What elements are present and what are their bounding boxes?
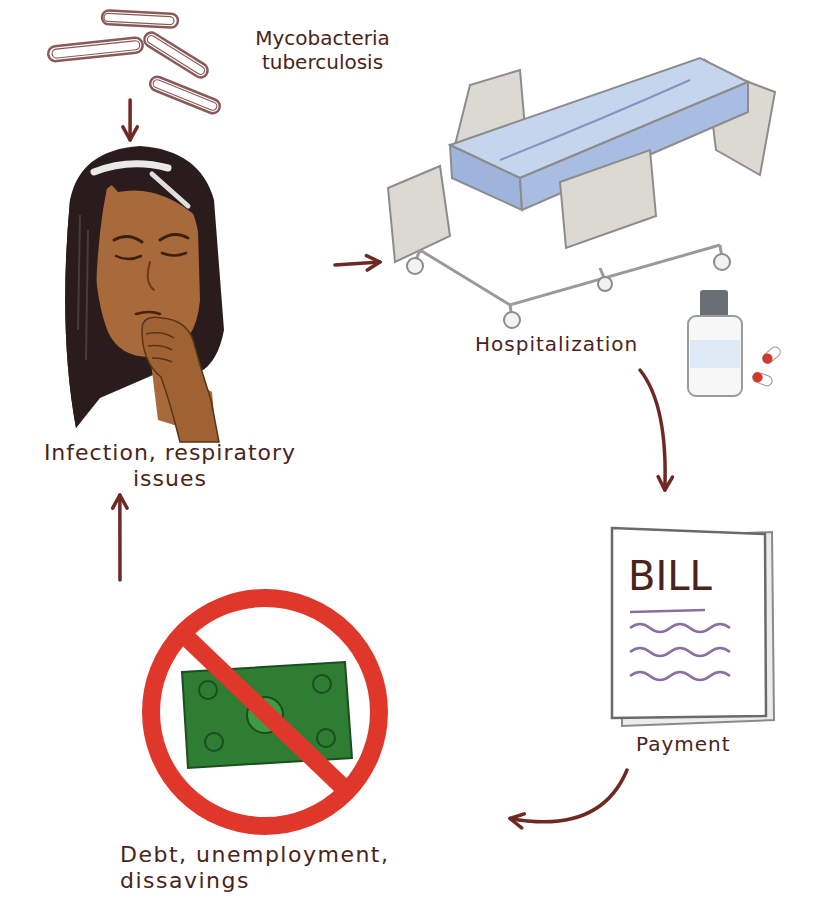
hospital-bed-part: [560, 150, 656, 248]
node-label: Mycobacteria tuberculosis: [215, 26, 430, 74]
pill-bottle-part: [688, 316, 742, 396]
no-money-sign-part: [313, 675, 331, 693]
bill-paper-part: [630, 610, 705, 612]
bill-paper-part: [630, 648, 730, 656]
bill-paper-part: [630, 624, 730, 632]
coughing-person-part: [162, 253, 186, 256]
arrow-line: [128, 100, 132, 140]
bacteria-rods-part: [152, 79, 218, 112]
arrow-head: [113, 495, 127, 508]
coughing-person-part: [65, 166, 112, 428]
no-money-sign-part: [317, 729, 335, 747]
arrow-line: [640, 370, 665, 490]
cycle-arrow: [113, 495, 127, 580]
arrow-head: [658, 477, 672, 490]
hospital-bed-part: [598, 277, 612, 291]
bacteria-rods: [47, 10, 222, 115]
pill-bottle-part-part: [760, 351, 774, 365]
arrow-head: [510, 814, 524, 828]
no-money-sign-part: [199, 681, 217, 699]
pill-bottle-part: [690, 340, 740, 368]
cycle-arrow: [335, 256, 380, 270]
stage-node: BILL Payment: [600, 490, 780, 770]
coughing-person-part: [114, 236, 142, 242]
cycle-arrow: [510, 770, 627, 828]
bill-paper-part: [630, 672, 730, 680]
pill-bottle-part: [700, 290, 728, 318]
hospital-bed-part: [388, 166, 450, 262]
coughing-person-part: [152, 174, 188, 206]
bacteria-rods-part: [47, 37, 143, 62]
pill-bottle-part-part: [751, 371, 764, 384]
node-label: Payment: [636, 732, 776, 756]
pill-bottle-part-part: [751, 371, 773, 387]
hospital-bed-part: [415, 245, 722, 318]
coughing-person-part: [78, 215, 80, 330]
stage-node: Debt, unemployment, dissavings: [110, 580, 510, 898]
hospital-bed-part: [714, 254, 730, 270]
no-money-sign-part: [205, 733, 223, 751]
coughing-person-part: [160, 234, 188, 240]
pill-bottle-part: [751, 371, 773, 387]
coughing-person-part: [116, 256, 141, 259]
cycle-arrow: [640, 370, 672, 490]
arrow-line: [118, 495, 122, 580]
bacteria-rods-part: [102, 10, 179, 28]
coughing-person-part: [136, 312, 160, 314]
pill-bottle: [688, 290, 782, 396]
arrow-head: [366, 256, 380, 270]
cycle-arrow: [123, 100, 137, 140]
bacteria-rods-part: [52, 40, 140, 58]
stage-node: Infection, respiratory issues: [5, 140, 335, 495]
coughing-person-part: [146, 333, 174, 362]
coughing-person-part: [94, 164, 168, 172]
pill-bottle-part-part: [760, 345, 782, 366]
stage-node: Hospitalization: [380, 10, 780, 370]
node-label: Infection, respiratory issues: [5, 440, 335, 492]
hospital-bed-part: [500, 80, 690, 160]
node-label: Hospitalization: [475, 332, 695, 356]
coughing-person-part: [100, 164, 208, 218]
no-money-sign-part: [183, 634, 348, 792]
coughing-person: [65, 146, 224, 442]
no-money-sign-part: [151, 598, 379, 826]
node-label: Debt, unemployment, dissavings: [120, 842, 440, 894]
coughing-person-part: [86, 230, 88, 360]
arrow-line: [510, 770, 627, 822]
arrow-line: [335, 262, 380, 265]
no-money-sign: [151, 598, 379, 826]
hospital-bed-part: [504, 312, 520, 328]
pill-bottle-part: [760, 345, 782, 366]
bill-paper: [612, 528, 774, 726]
coughing-person-part: [142, 317, 219, 442]
hospital-bed: [388, 58, 775, 328]
bacteria-rods-part: [148, 75, 222, 116]
hospital-bed-part: [407, 258, 423, 274]
bacteria-rods-part: [146, 34, 206, 76]
pathogen-node: Mycobacteria tuberculosis: [45, 8, 425, 100]
arrow-head: [123, 127, 137, 140]
bill-heading: BILL: [628, 552, 768, 600]
bacteria-rods-part: [104, 13, 174, 25]
coughing-person-part: [148, 262, 154, 290]
bacteria-rods-part: [142, 30, 210, 80]
